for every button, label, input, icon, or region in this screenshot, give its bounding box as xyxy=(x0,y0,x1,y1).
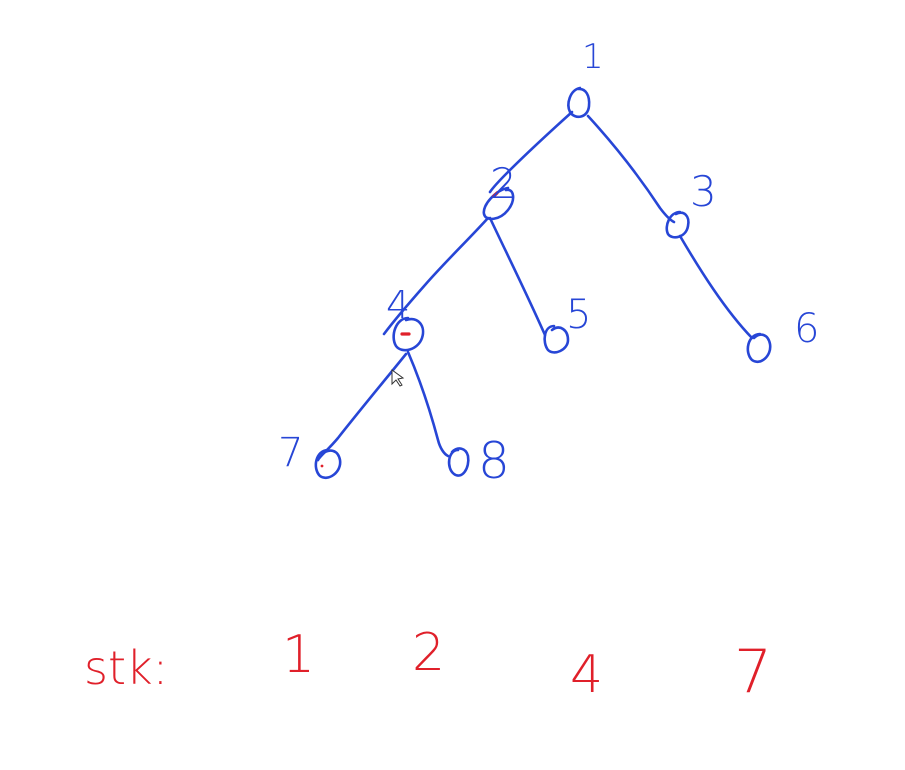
visited-mark-7 xyxy=(320,464,324,468)
node-label-5: 5 xyxy=(566,292,591,338)
edge-2-5 xyxy=(488,216,547,337)
node-5-circle xyxy=(543,324,570,354)
node-7-circle xyxy=(314,448,342,480)
node-3-circle xyxy=(665,210,690,239)
edge-3-6 xyxy=(678,234,754,340)
stack-item-1: 1 xyxy=(282,625,315,685)
node-8-circle xyxy=(447,447,470,477)
stack-row: stk: 1 2 4 7 xyxy=(84,623,772,707)
node-label-4: 4 xyxy=(386,283,410,327)
edge-1-2 xyxy=(488,110,574,194)
edge-1-3 xyxy=(586,114,676,224)
stack-label: stk: xyxy=(84,641,168,695)
visited-mark-2 xyxy=(492,191,499,198)
edge-4-8 xyxy=(406,350,450,458)
node-1-circle xyxy=(567,86,591,119)
stack-item-4: 7 xyxy=(734,637,772,707)
node-labels: 1 2 3 4 5 6 7 8 xyxy=(278,37,819,490)
node-2-circle xyxy=(482,186,515,221)
node-label-8: 8 xyxy=(478,432,510,490)
tree-edges xyxy=(316,110,754,462)
tree-nodes xyxy=(314,86,772,480)
node-label-2: 2 xyxy=(490,159,517,208)
stack-item-3: 4 xyxy=(570,645,603,705)
stack-item-2: 2 xyxy=(412,623,445,683)
node-4-circle xyxy=(392,316,425,352)
node-label-3: 3 xyxy=(690,167,717,216)
node-label-7: 7 xyxy=(278,430,303,476)
edge-4-7 xyxy=(316,352,408,462)
node-label-1: 1 xyxy=(582,37,604,77)
node-6-circle xyxy=(746,332,772,364)
visited-marks xyxy=(320,191,499,468)
mouse-pointer-icon xyxy=(391,369,405,387)
node-label-6: 6 xyxy=(794,306,819,352)
edge-2-4 xyxy=(382,216,490,336)
